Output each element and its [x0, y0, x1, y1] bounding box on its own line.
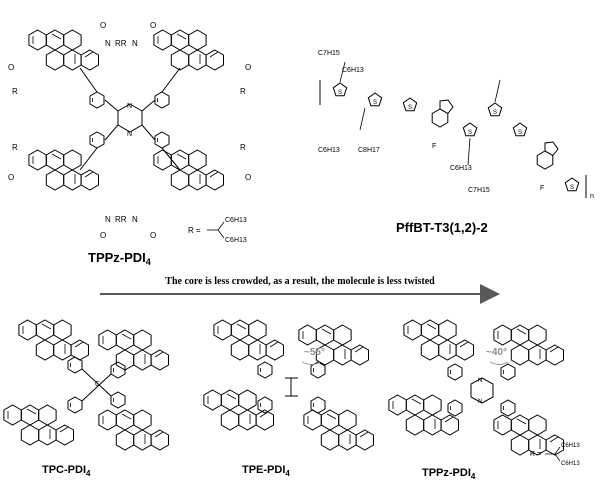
tppz-pdi4-top-structure: N N R R R R N RR N N RR N O O O O O O O …	[8, 21, 251, 240]
r-chain-bottom: C6H13	[225, 237, 247, 244]
tpe-angle: ~55°	[304, 347, 325, 358]
tppz-pdi4-top-label: TPPz-PDI4	[88, 250, 151, 267]
tpc-center: C	[95, 381, 100, 388]
svg-text:N: N	[132, 215, 138, 224]
chain-3: C6H13	[318, 147, 340, 154]
svg-text:R: R	[240, 87, 246, 96]
tpe-pdi4-structure: ~55°	[203, 319, 374, 451]
tpc-pdi4-structure: C	[3, 319, 169, 451]
svg-text:O: O	[100, 231, 106, 240]
r-group-bottom: R = C6H13 C6H13	[530, 443, 580, 467]
svg-text:C6H13: C6H13	[561, 443, 580, 449]
svg-text:O: O	[245, 173, 251, 182]
svg-text:RR: RR	[115, 215, 127, 224]
tpe-pdi4-label: TPE-PDI4	[242, 464, 290, 478]
r-equals: R =	[188, 226, 201, 235]
svg-text:RR: RR	[115, 39, 127, 48]
pffbt-polymer-structure: n C7H15 C6H13 C6H13 C8H17 C6H13 C7H15 F …	[318, 50, 594, 200]
chain-2: C6H13	[342, 67, 364, 74]
tpc-pdi4-label: TPC-PDI4	[42, 464, 91, 478]
svg-text:O: O	[100, 21, 106, 30]
r-chain-top: C6H13	[225, 217, 247, 224]
svg-text:R: R	[12, 87, 18, 96]
svg-text:R: R	[240, 143, 246, 152]
svg-text:R: R	[12, 143, 18, 152]
polymer-n: n	[590, 193, 594, 200]
svg-text:R =: R =	[530, 451, 541, 458]
svg-text:N: N	[132, 39, 138, 48]
svg-text:O: O	[8, 173, 14, 182]
fluorine-2: F	[540, 185, 544, 192]
svg-text:N: N	[127, 103, 132, 110]
tppz-angle: ~40°	[486, 347, 507, 358]
svg-text:N: N	[105, 39, 111, 48]
chain-5: C6H13	[450, 165, 472, 172]
arrow-caption: The core is less crowded, as a result, t…	[165, 276, 435, 287]
svg-text:O: O	[8, 63, 14, 72]
svg-text:O: O	[150, 231, 156, 240]
svg-text:O: O	[150, 21, 156, 30]
svg-text:N: N	[105, 215, 111, 224]
r-group-definition: R = C6H13 C6H13	[188, 217, 247, 244]
svg-text:C6H13: C6H13	[561, 461, 580, 467]
svg-text:N: N	[127, 131, 132, 138]
chain-6: C7H15	[468, 187, 490, 194]
tppz-pdi4-bottom-label: TPPz-PDI4	[422, 467, 476, 481]
chain-4: C8H17	[358, 147, 380, 154]
tppz-n-bottom: N	[478, 399, 482, 405]
pffbt-label: PffBT-T3(1,2)-2	[396, 220, 488, 235]
svg-text:O: O	[245, 63, 251, 72]
tppz-n-top: N	[478, 378, 482, 384]
chain-1: C7H15	[318, 50, 340, 57]
tppz-pdi4-bottom-structure: N N ~40°	[388, 319, 564, 456]
fluorine-1: F	[432, 143, 436, 150]
